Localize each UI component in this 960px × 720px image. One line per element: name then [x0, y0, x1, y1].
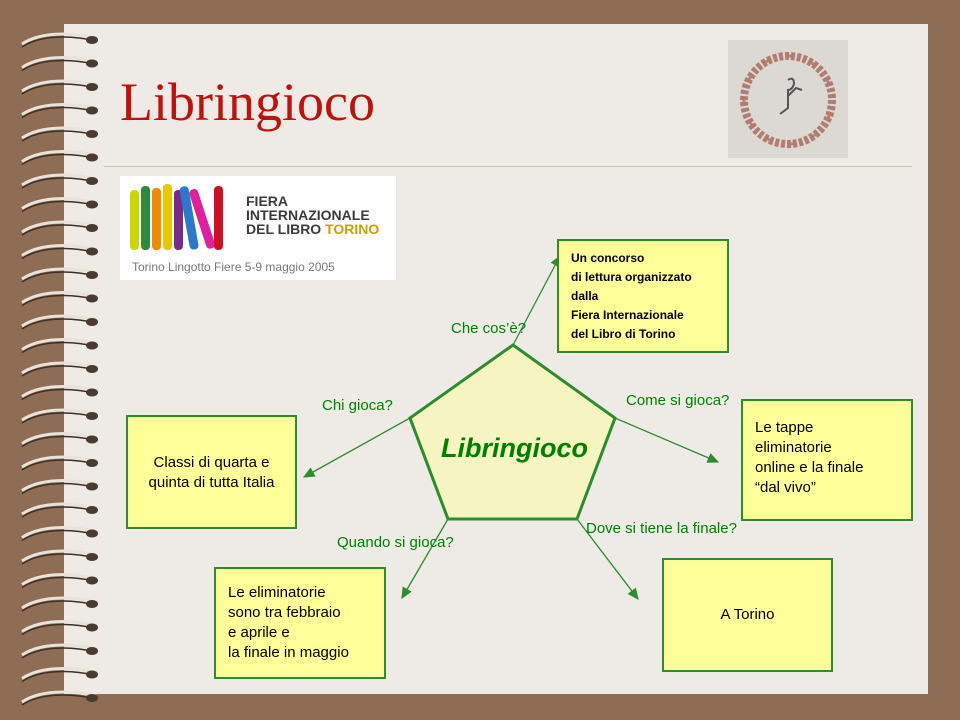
spiral-hole	[86, 670, 98, 679]
answer-who: Classi di quarta e quinta di tutta Itali…	[148, 454, 275, 491]
fair-logo: FIERA INTERNAZIONALE DEL LIBRO TORINO To…	[120, 176, 396, 280]
connector-where	[576, 518, 639, 601]
spiral-hole	[86, 106, 98, 115]
spiral-ring	[21, 291, 97, 304]
page-title: Libringioco	[120, 72, 375, 132]
spiral-ring	[21, 620, 97, 633]
connector-what	[512, 254, 561, 346]
question-who: Chi gioca?	[322, 397, 393, 414]
spiral-ring	[21, 549, 97, 563]
spiral-hole	[86, 59, 98, 68]
spiral-ring	[21, 408, 97, 422]
answer-box-what: Un concorso di lettura organizzato dalla…	[557, 239, 729, 353]
answer-how: Le tappe eliminatorie online e la finale…	[755, 419, 864, 496]
spiral-hole	[86, 435, 98, 444]
answer-box-when: Le eliminatorie sono tra febbraio e apri…	[214, 567, 386, 679]
question-when: Quando si gioca?	[337, 534, 454, 551]
spiral-hole	[86, 294, 98, 303]
spiral-hole	[86, 482, 98, 491]
spiral-ring	[21, 56, 97, 69]
spiral-hole	[86, 600, 98, 608]
spiral-hole	[86, 318, 98, 326]
spiral-ring	[21, 479, 97, 492]
center-pentagon	[408, 343, 617, 521]
spiral-ring	[21, 596, 97, 610]
logo-ring-icon	[740, 52, 836, 148]
fair-name-line3-b: TORINO	[325, 221, 380, 237]
fair-name-line3-a: DEL LIBRO	[246, 221, 322, 237]
spiral-hole	[86, 647, 98, 655]
connector-how	[614, 417, 720, 463]
spiral-ring	[21, 220, 97, 234]
spiral-hole	[86, 365, 98, 373]
question-what: Che cos’è?	[451, 320, 527, 337]
spiral-ring	[21, 173, 97, 187]
spiral-hole	[86, 553, 98, 561]
spiral-hole	[86, 529, 98, 538]
fair-name-line1: FIERA	[246, 193, 288, 209]
answer-box-who: Classi di quarta e quinta di tutta Itali…	[126, 415, 297, 529]
spiral-ring	[21, 643, 97, 657]
spiral-ring	[21, 502, 97, 516]
center-node-label: Libringioco	[441, 433, 588, 463]
libringioco-logo	[728, 40, 848, 158]
spiral-hole	[86, 388, 98, 397]
spiral-ring	[21, 197, 97, 210]
spiral-ring	[21, 667, 97, 680]
spiral-hole	[86, 576, 98, 585]
spiral-hole	[86, 83, 98, 91]
spiral-ring	[21, 385, 97, 398]
spiral-hole	[86, 224, 98, 232]
spiral-ring	[21, 126, 97, 140]
answer-box-where: A Torino	[662, 558, 833, 672]
spiral-ring	[21, 526, 97, 539]
spiral-hole	[86, 153, 98, 162]
spiral-hole	[86, 412, 98, 420]
spiral-hole	[86, 130, 98, 138]
title-divider	[104, 166, 912, 167]
spiral-ring	[21, 314, 97, 328]
spiral-hole	[86, 506, 98, 514]
fair-name-line2: INTERNAZIONALE	[246, 207, 370, 223]
spiral-ring	[21, 361, 97, 375]
spiral-ring	[21, 573, 97, 586]
spiral-hole	[86, 36, 98, 44]
spiral-ring	[21, 150, 97, 163]
answer-box-how: Le tappe eliminatorie online e la finale…	[741, 399, 913, 521]
spiral-ring	[21, 267, 97, 281]
spiral-ring	[21, 32, 97, 46]
fair-date: Torino Lingotto Fiere 5-9 maggio 2005	[132, 260, 335, 274]
spiral-hole	[86, 694, 98, 702]
spiral-ring	[21, 244, 97, 257]
fair-name-line3: DEL LIBRO TORINO	[246, 222, 379, 236]
answer-what: Un concorso di lettura organizzato dalla…	[571, 251, 692, 341]
spiral-hole	[86, 341, 98, 350]
spiral-ring	[21, 79, 97, 93]
spiral-ring	[21, 455, 97, 469]
spiral-hole	[86, 177, 98, 185]
question-how: Come si gioca?	[626, 392, 730, 409]
spiral-hole	[86, 271, 98, 279]
book-spines-icon	[130, 184, 223, 250]
spiral-hole	[86, 200, 98, 209]
spiral-hole	[86, 623, 98, 632]
question-where: Dove si tiene la finale?	[586, 520, 737, 537]
spiral-ring	[21, 690, 97, 704]
connector-when	[401, 518, 449, 600]
answer-where: A Torino	[720, 606, 775, 623]
answer-when: Le eliminatorie sono tra febbraio e apri…	[228, 584, 349, 661]
spiral-hole	[86, 247, 98, 256]
spiral-ring	[21, 103, 97, 116]
spiral-hole	[86, 459, 98, 467]
spiral-ring	[21, 338, 97, 351]
spiral-binding	[21, 32, 98, 706]
spiral-ring	[21, 432, 97, 445]
connector-who	[302, 417, 411, 478]
